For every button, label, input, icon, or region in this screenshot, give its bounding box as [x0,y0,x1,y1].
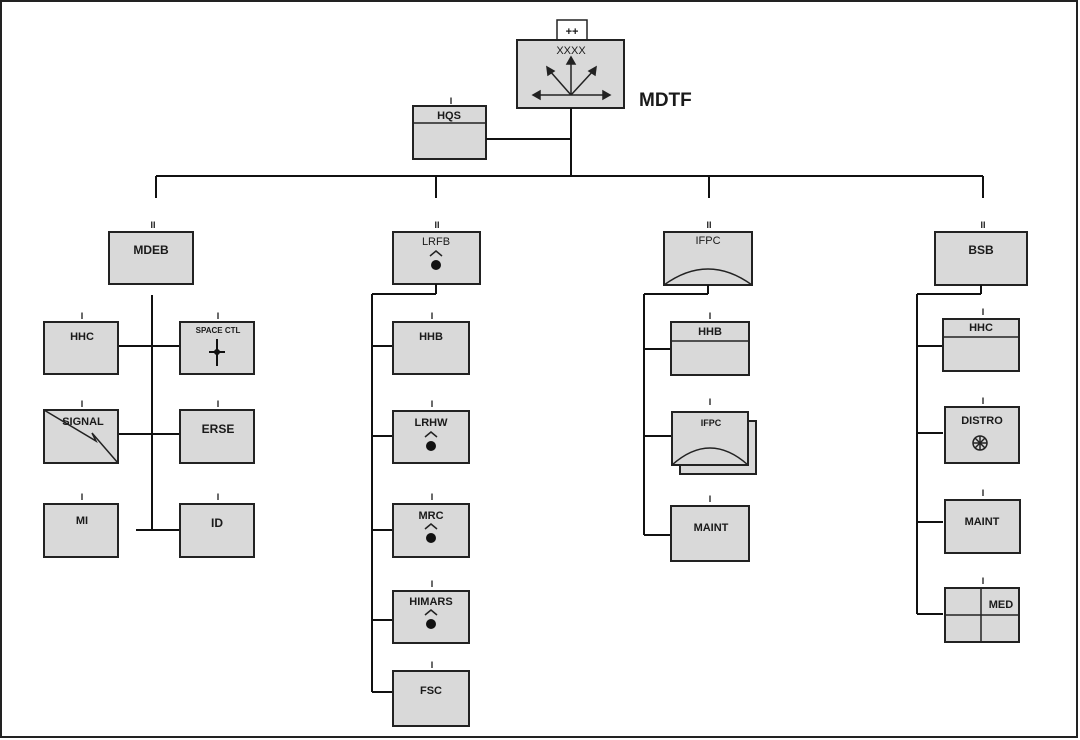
medical-cross-icon [945,588,1019,642]
mdeb-hhc-label: HHC [70,331,94,343]
distribution-wheel-icon [972,435,988,451]
lrfb-label: LRFB [422,236,450,248]
svg-text:I: I [709,494,712,504]
bsb-maint-label: MAINT [965,516,1000,528]
erse-box [179,409,255,464]
svg-text:I: I [81,492,84,502]
svg-text:I: I [431,399,434,409]
mdeb-mi-box [43,503,119,558]
space-ctl-label: SPACE CTL [196,326,241,335]
artillery-rocket-icon [424,609,438,629]
himars-box [392,590,470,644]
bsb-hhc-box [942,318,1020,372]
fsc-box [392,670,470,727]
artillery-rocket-icon [424,431,438,451]
hqs-label: HQS [437,110,461,122]
svg-text:I: I [709,311,712,321]
svg-text:I: I [982,488,985,498]
mdeb-mi-label: MI [76,515,88,527]
mdeb-hhc-box [43,321,119,375]
ifpc-maint-label: MAINT [694,522,729,534]
svg-text:II: II [434,220,439,230]
fsc-label: FSC [420,685,442,697]
svg-text:I: I [709,397,712,407]
himars-label: HIMARS [409,596,452,608]
mdeb-echelon: II [150,220,155,230]
air-defense-dome-icon [671,447,749,466]
mdtf-hq-symbol: ++ XXXX [516,19,625,109]
diagram-title: MDTF [639,90,692,111]
mdeb-label: MDEB [133,243,169,257]
lrhw-box [392,410,470,464]
distro-box [944,406,1020,464]
svg-text:I: I [431,579,434,589]
lrhw-label: LRHW [415,417,449,429]
ifpc-label: IFPC [695,235,720,247]
svg-text:I: I [431,311,434,321]
ifpc-battery-label: IFPC [701,418,722,428]
hqs-echelon: I [450,96,453,106]
svg-text:I: I [217,311,220,321]
id-box [179,503,255,558]
erse-label: ERSE [202,422,235,436]
svg-text:II: II [980,220,985,230]
svg-text:II: II [706,220,711,230]
mdeb-signal-label: SIGNAL [62,416,104,428]
svg-text:I: I [982,396,985,406]
artillery-rocket-icon [424,523,438,543]
signal-lightning-icon [43,409,119,464]
svg-text:I: I [431,660,434,670]
svg-text:I: I [982,307,985,317]
star-icon [209,339,225,366]
ifpc-maint-box [670,505,750,562]
mrc-box [392,503,470,558]
svg-text:I: I [217,399,220,409]
multi-domain-arrows-icon [531,55,612,101]
mdeb-box [108,231,194,285]
bsb-maint-box [944,499,1021,554]
mdeb-signal-box [43,409,119,464]
air-defense-dome-icon [663,268,753,286]
mrc-label: MRC [418,510,443,522]
svg-text:I: I [81,311,84,321]
artillery-rocket-icon [429,250,443,270]
ifpc-hhb-box [670,321,750,376]
lrfb-hhb-box [392,321,470,375]
svg-text:I: I [982,576,985,586]
bsb-label: BSB [968,243,994,257]
lrfb-hhb-label: HHB [419,331,443,343]
svg-text:I: I [217,492,220,502]
distro-label: DISTRO [961,415,1003,427]
svg-text:I: I [81,399,84,409]
hqs-box [412,105,487,160]
echelon-xxxx: XXXX [556,45,586,57]
id-label: ID [211,516,223,530]
bsb-hhc-label: HHC [969,322,993,334]
ifpc-hhb-label: HHB [698,326,722,338]
med-label: MED [989,599,1014,611]
modifier-label: ++ [566,26,579,38]
bsb-box [934,231,1028,286]
svg-text:I: I [431,492,434,502]
